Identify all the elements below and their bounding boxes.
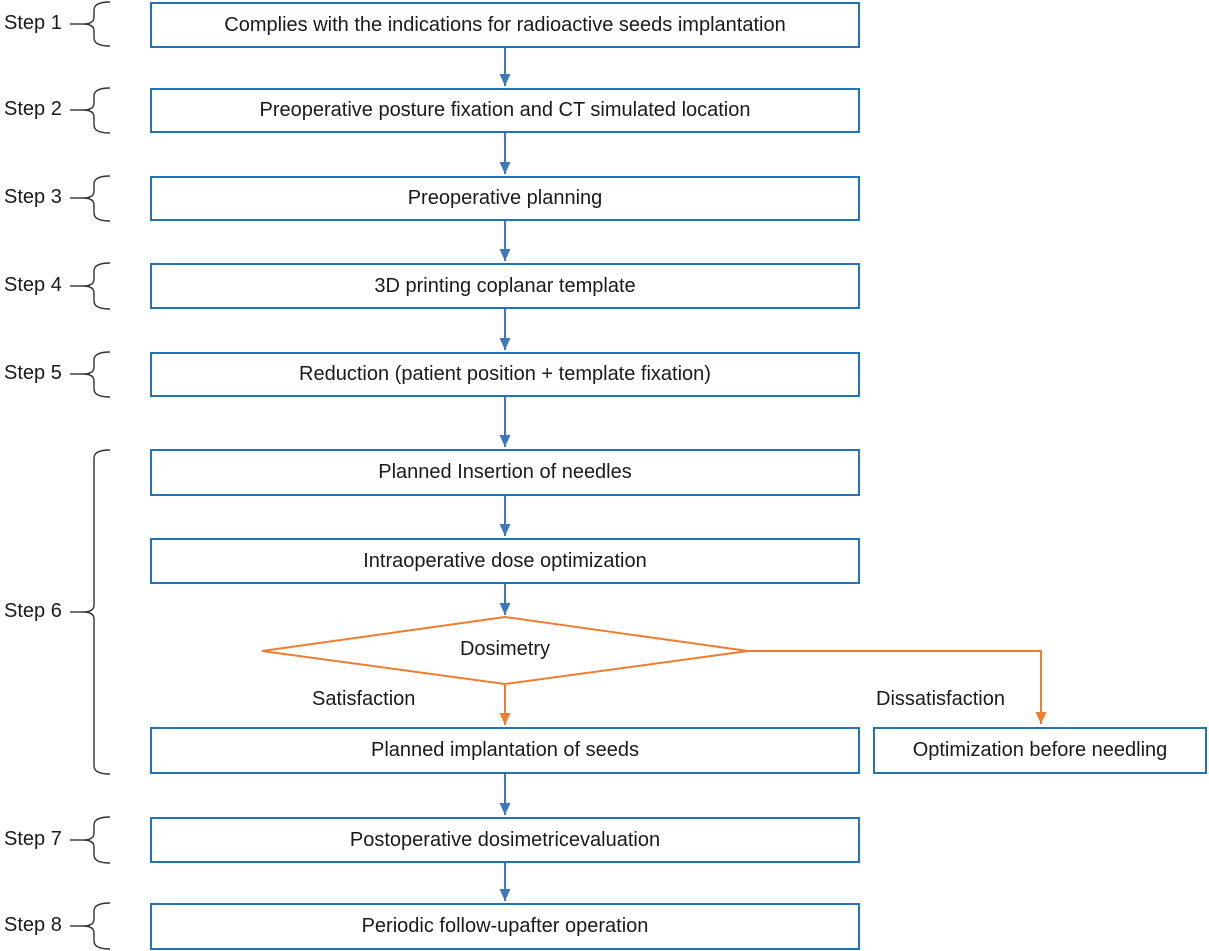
step-8-box: Periodic follow-upafter operation — [150, 903, 860, 950]
step-5-box: Reduction (patient position + template f… — [150, 352, 860, 397]
step-8-brace — [82, 902, 111, 950]
step-2-label: Step 2 — [4, 98, 62, 120]
step-6-box-needles: Planned Insertion of needles — [150, 449, 860, 496]
step-3-label: Step 3 — [4, 186, 62, 208]
step-6-label: Step 6 — [4, 600, 62, 622]
optimization-before-needling-box: Optimization before needling — [873, 727, 1207, 774]
step-1-label: Step 1 — [4, 12, 62, 34]
step-7-label: Step 7 — [4, 828, 62, 850]
step-7-brace — [82, 816, 111, 864]
dissatisfaction-label: Dissatisfaction — [876, 688, 1005, 710]
step-6-box-implantation: Planned implantation of seeds — [150, 727, 860, 774]
step-1-brace — [82, 1, 111, 47]
step-3-brace — [82, 175, 111, 222]
step-5-label: Step 5 — [4, 362, 62, 384]
step-3-box: Preoperative planning — [150, 176, 860, 221]
step-1-box: Complies with the indications for radioa… — [150, 2, 860, 48]
step-6-brace — [82, 449, 111, 775]
step-6-box-dose-optimization: Intraoperative dose optimization — [150, 538, 860, 584]
step-2-brace — [82, 87, 111, 134]
decision-diamond-label: Dosimetry — [459, 638, 550, 660]
satisfaction-label: Satisfaction — [312, 688, 416, 710]
step-2-box: Preoperative posture fixation and CT sim… — [150, 88, 860, 133]
step-4-brace — [82, 262, 111, 310]
step-5-brace — [82, 351, 111, 398]
step-4-box: 3D printing coplanar template — [150, 263, 860, 309]
step-4-label: Step 4 — [4, 274, 62, 296]
step-7-box: Postoperative dosimetricevaluation — [150, 817, 860, 863]
step-8-label: Step 8 — [4, 914, 62, 936]
